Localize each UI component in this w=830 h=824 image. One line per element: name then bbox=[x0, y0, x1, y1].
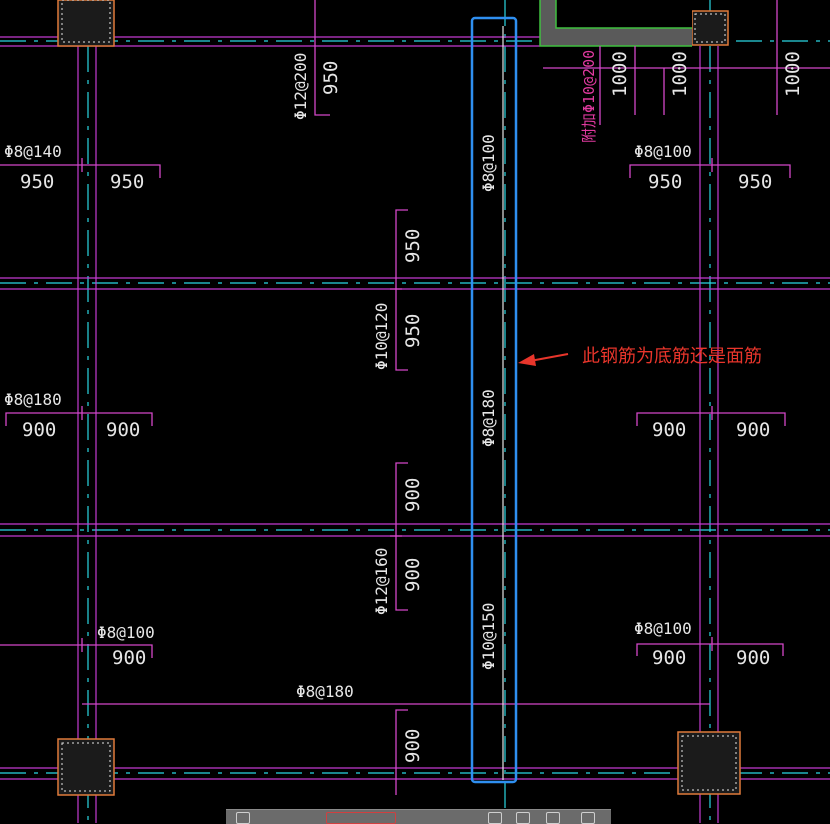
column-bottom-right bbox=[677, 731, 741, 795]
rebar-mid-v4: Φ10@150 bbox=[479, 603, 498, 670]
dim-top-950: 950 bbox=[320, 61, 342, 95]
highlight-box bbox=[470, 16, 518, 784]
dim-mid1-950-b: 950 bbox=[402, 314, 424, 348]
column-top-right bbox=[691, 10, 729, 46]
dim-top-1000-c: 1000 bbox=[782, 51, 804, 97]
column-top-left bbox=[57, 0, 115, 47]
wall-top bbox=[539, 0, 692, 47]
toolbar-button-1[interactable] bbox=[236, 812, 250, 824]
rebar-top-pink: 附加Φ10@200 bbox=[580, 50, 598, 143]
rebar-mid-v1: Φ10@120 bbox=[372, 303, 391, 370]
rebar-left-1: Φ8@140 bbox=[4, 142, 62, 161]
dim-right3-b: 900 bbox=[736, 647, 770, 669]
rebar-mid-v3: Φ12@160 bbox=[372, 548, 391, 615]
rebar-bottom-h: Φ8@180 bbox=[296, 682, 354, 701]
rebar-right-1: Φ8@100 bbox=[634, 142, 692, 161]
bottom-toolbar bbox=[226, 809, 611, 824]
dim-right2-a: 900 bbox=[652, 419, 686, 441]
rebar-left-3: Φ8@100 bbox=[97, 623, 155, 642]
rebar-mid-v2: Φ8@180 bbox=[479, 389, 498, 447]
dim-right1-b: 950 bbox=[738, 171, 772, 193]
dim-left2-b: 900 bbox=[106, 419, 140, 441]
dim-bottom-900: 900 bbox=[402, 729, 424, 763]
column-bottom-left bbox=[57, 738, 115, 796]
rebar-right-3: Φ8@100 bbox=[634, 619, 692, 638]
dim-left3: 900 bbox=[112, 647, 146, 669]
rebar-top-left: Φ12@200 bbox=[291, 53, 310, 120]
dim-right3-a: 900 bbox=[652, 647, 686, 669]
toolbar-button-6[interactable] bbox=[581, 812, 595, 824]
dim-top-1000-a: 1000 bbox=[609, 51, 631, 97]
dim-right1-a: 950 bbox=[648, 171, 682, 193]
toolbar-button-4[interactable] bbox=[516, 812, 530, 824]
rebar-top-mid-v: Φ8@100 bbox=[479, 134, 498, 192]
annotation-arrow bbox=[518, 353, 569, 366]
dim-mid1-950-a: 950 bbox=[402, 229, 424, 263]
dim-left1-b: 950 bbox=[110, 171, 144, 193]
annotation-question: 此钢筋为底筋还是面筋 bbox=[582, 346, 762, 367]
dim-mid2-900-b: 900 bbox=[402, 558, 424, 592]
toolbar-button-3[interactable] bbox=[488, 812, 502, 824]
dim-mid2-900-a: 900 bbox=[402, 478, 424, 512]
dim-right2-b: 900 bbox=[736, 419, 770, 441]
dim-top-1000-b: 1000 bbox=[669, 51, 691, 97]
dim-left2-a: 900 bbox=[22, 419, 56, 441]
toolbar-button-5[interactable] bbox=[546, 812, 560, 824]
rebar-lines bbox=[0, 0, 830, 795]
dim-left1-a: 950 bbox=[20, 171, 54, 193]
rebar-left-2: Φ8@180 bbox=[4, 390, 62, 409]
toolbar-button-2[interactable] bbox=[326, 812, 396, 824]
